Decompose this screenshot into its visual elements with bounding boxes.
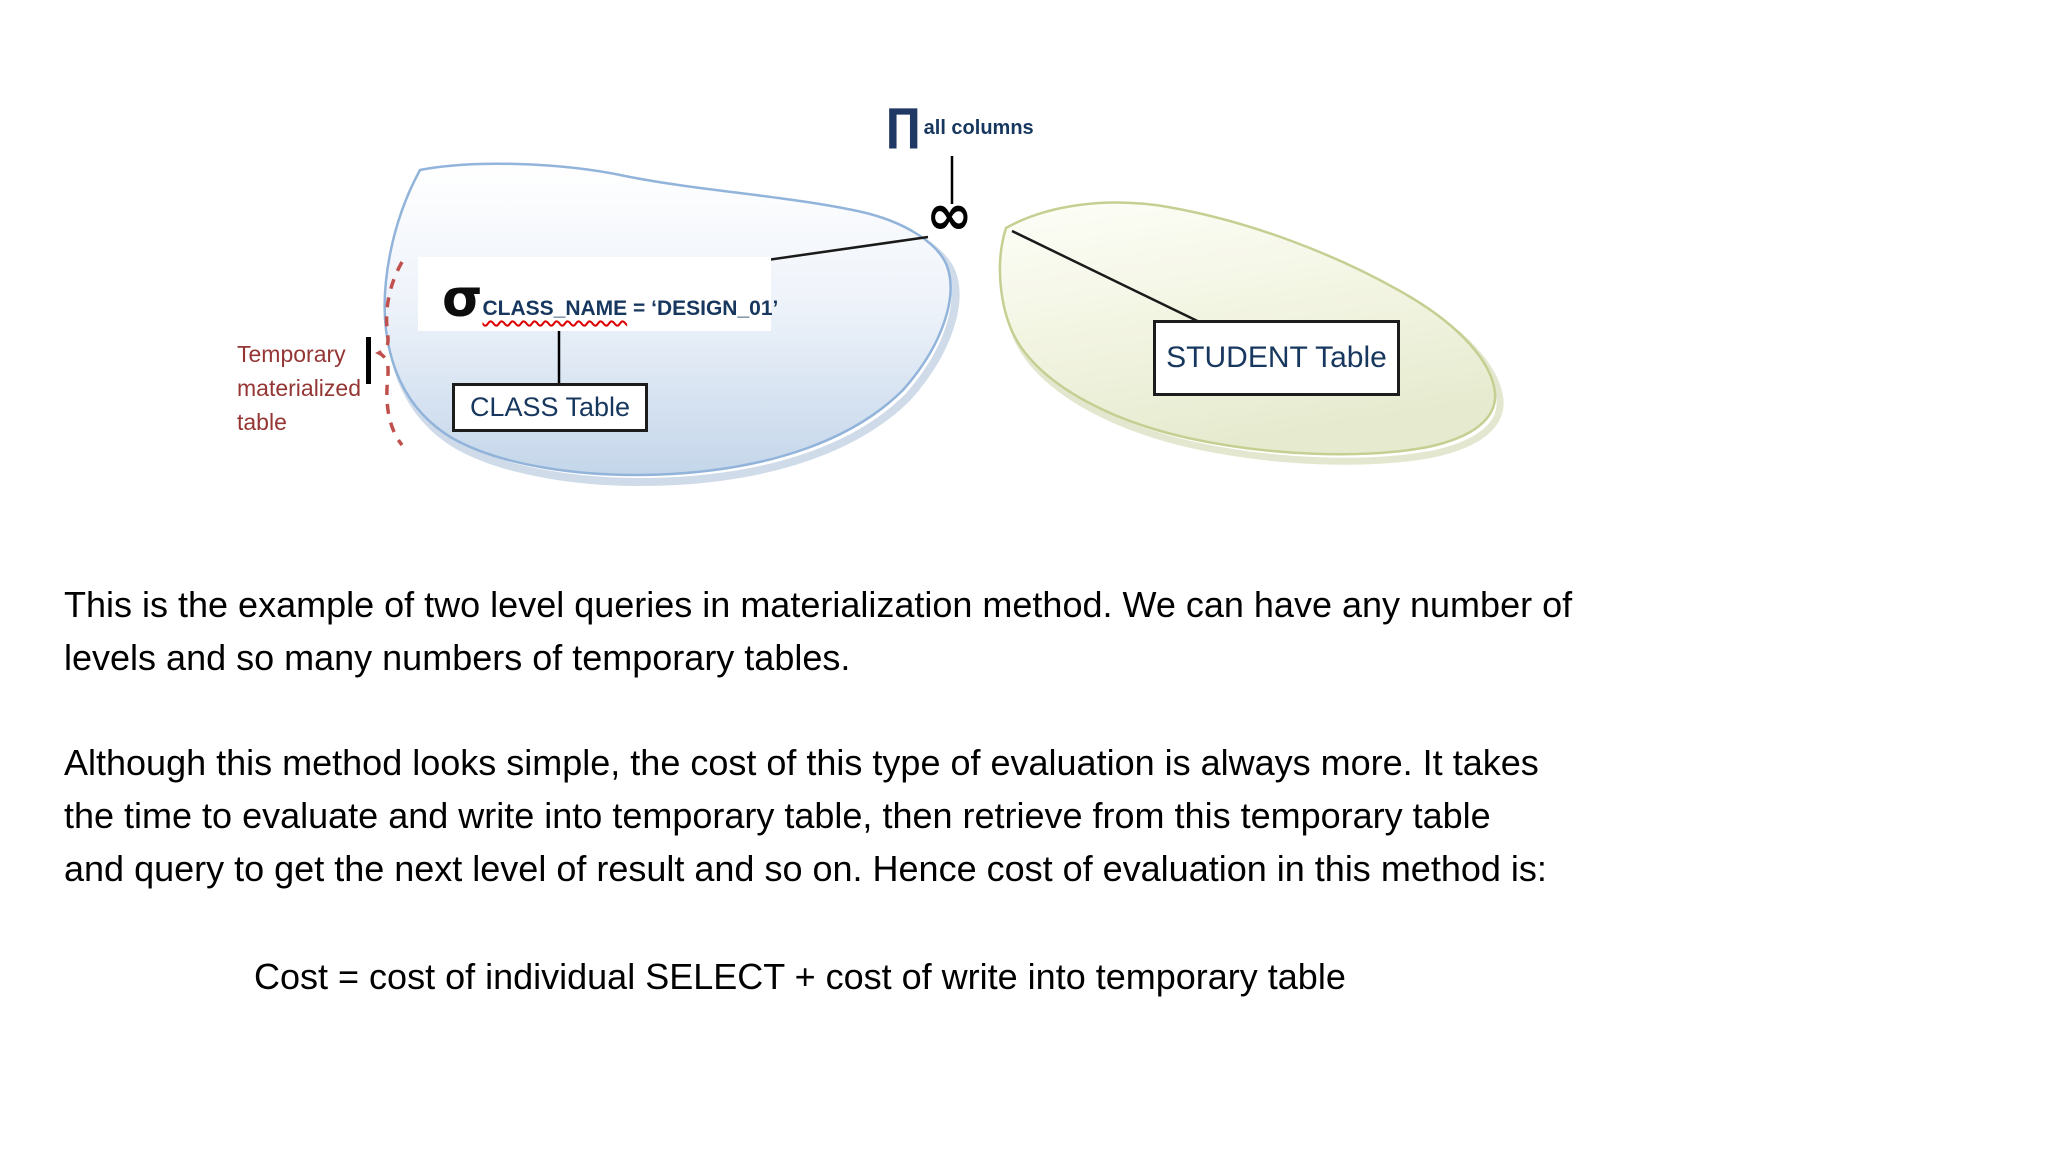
body-text: This is the example of two level queries… (64, 578, 1964, 1003)
connector-join-student (1011, 229, 1219, 333)
student-table-label: STUDENT Table (1166, 341, 1387, 374)
paragraph-cost-explanation: Although this method looks simple, the c… (64, 742, 1547, 889)
dashed-brace (375, 261, 404, 447)
sigma-operator-icon: σ (442, 269, 483, 329)
paragraph-intro: This is the example of two level queries… (64, 584, 1573, 678)
join-operator-icon: ∞ (926, 183, 973, 248)
predicate-rest: = ‘DESIGN_01’ (627, 297, 779, 320)
figure-shapes (366, 156, 1504, 486)
class-table-label: CLASS Table (469, 392, 631, 422)
student-table-node: STUDENT Table (1153, 320, 1400, 396)
projection-label: ∏ all columns (886, 104, 1034, 148)
text-cursor (366, 337, 371, 384)
temporary-table-annotation: Temporary materialized table (237, 341, 361, 435)
class-table-node: CLASS Table (452, 383, 648, 432)
predicate-field: CLASS_NAME (482, 297, 628, 320)
query-tree-figure: ∏ all columns ∞ σ CLASS_NAME = ‘DESIGN_0… (0, 0, 2048, 560)
join-node: ∞ (926, 188, 973, 244)
projection-columns-label: all columns (923, 116, 1034, 139)
pi-operator-icon: ∏ (886, 100, 921, 151)
selection-predicate: CLASS_NAME = ‘DESIGN_01’ (483, 297, 779, 321)
cost-formula: Cost = cost of individual SELECT + cost … (254, 956, 1346, 997)
selection-node: σ CLASS_NAME = ‘DESIGN_01’ (418, 257, 778, 331)
